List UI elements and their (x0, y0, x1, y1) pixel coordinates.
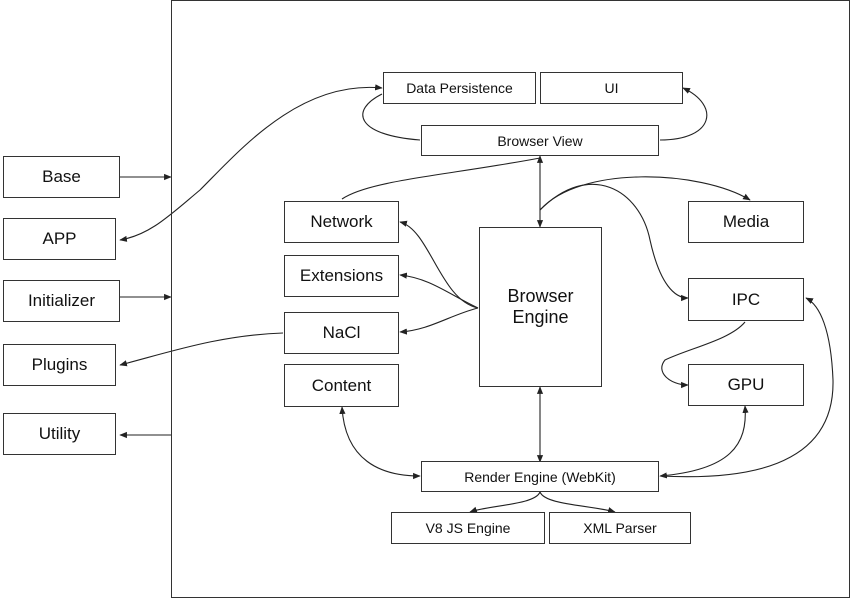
initializer-node: Initializer (3, 280, 120, 322)
browser-engine-node: Browser Engine (479, 227, 602, 387)
browser-engine-label-line2: Engine (512, 307, 569, 327)
extensions-node: Extensions (284, 255, 399, 297)
nacl-node: NaCl (284, 312, 399, 354)
content-node: Content (284, 364, 399, 407)
browser-view-node: Browser View (421, 125, 659, 156)
base-node: Base (3, 156, 120, 198)
plugins-node: Plugins (3, 344, 116, 386)
network-node: Network (284, 201, 399, 243)
ipc-gpu-connector (661, 321, 746, 389)
xml-parser-node: XML Parser (549, 512, 691, 544)
ipc-node: IPC (688, 278, 804, 321)
app-node: APP (3, 218, 116, 260)
engine-nacl-connector (399, 307, 479, 335)
app-data-persistence-connector (119, 84, 383, 242)
ui-node: UI (540, 72, 683, 104)
data-persistence-node: Data Persistence (383, 72, 536, 104)
render-xml-connector (539, 491, 616, 514)
gpu-node: GPU (688, 364, 804, 406)
render-gpu-connector (659, 405, 749, 479)
data-persistence-browser-view-connector (362, 93, 421, 141)
engine-extensions-connector (399, 272, 479, 309)
ui-browser-view-connector (659, 87, 708, 141)
engine-network-connector (399, 220, 479, 309)
utility-node: Utility (3, 413, 116, 455)
render-v8-connector (469, 491, 541, 513)
render-engine-node: Render Engine (WebKit) (421, 461, 659, 492)
render-ipc-connector (659, 297, 834, 478)
content-render-connector (339, 406, 421, 480)
v8-js-engine-node: V8 JS Engine (391, 512, 545, 544)
network-browser-view-connector (341, 157, 541, 200)
engine-ipc-connector (539, 183, 689, 302)
nacl-plugins-connector (119, 332, 284, 367)
browser-engine-label-line1: Browser (507, 286, 574, 306)
media-node: Media (688, 201, 804, 243)
